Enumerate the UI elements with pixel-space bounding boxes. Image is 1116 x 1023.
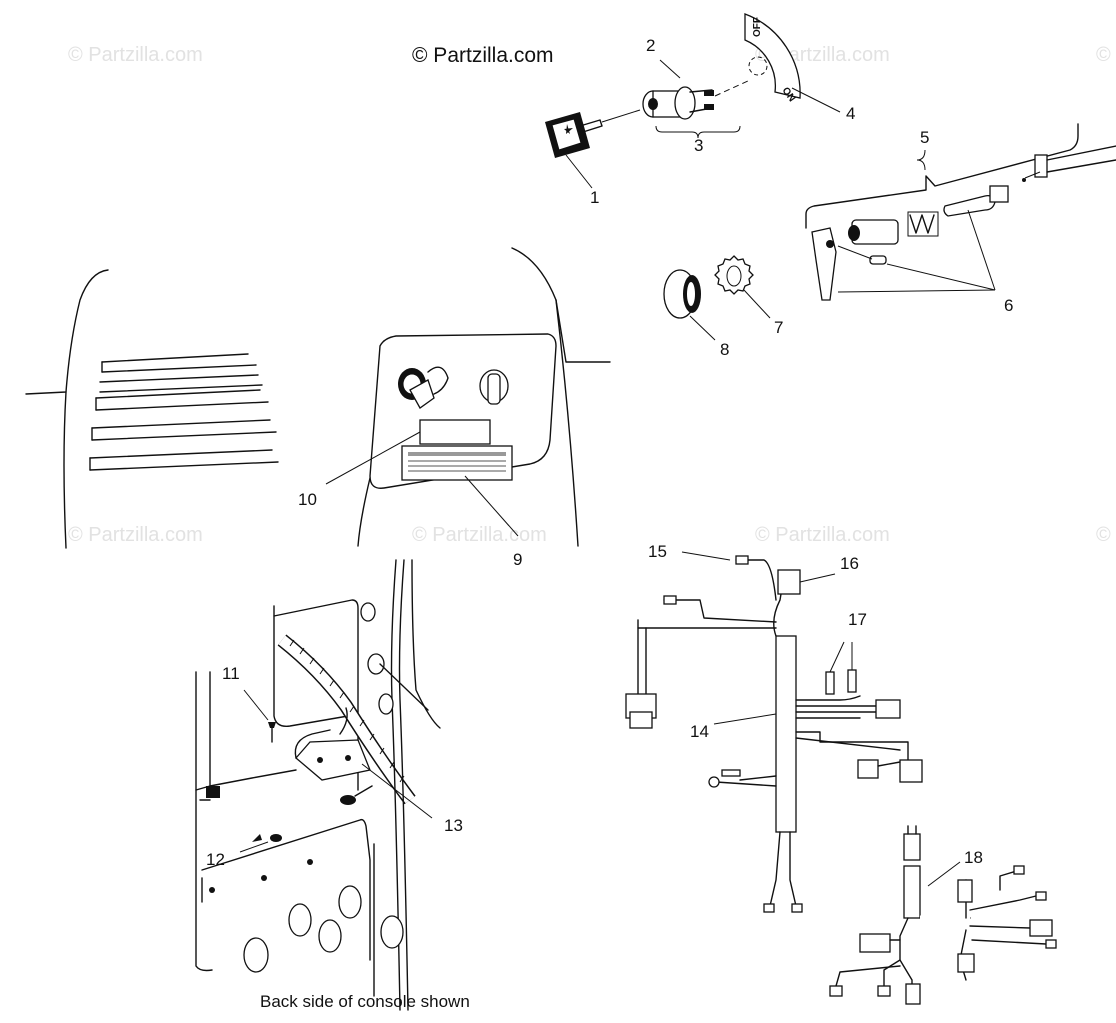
switch-plate-part bbox=[744, 13, 841, 113]
watermark-main: © Partzilla.com bbox=[412, 44, 554, 67]
callout-16: 16 bbox=[840, 554, 859, 573]
watermark-mid-center: © Partzilla.com bbox=[412, 524, 547, 546]
callout-18: 18 bbox=[964, 848, 983, 867]
key-part bbox=[545, 109, 641, 189]
watermark-top-left: © Partzilla.com bbox=[68, 44, 203, 66]
console bbox=[325, 247, 611, 547]
callout-10: 10 bbox=[298, 490, 317, 509]
off-label: OFF bbox=[752, 17, 763, 37]
watermark-edge-mid: © Partzilla.com bbox=[1096, 524, 1116, 546]
throttle-switch-part bbox=[805, 123, 1116, 301]
callout-9: 9 bbox=[513, 550, 523, 569]
callout-7: 7 bbox=[774, 318, 784, 337]
callout-11: 11 bbox=[222, 664, 240, 683]
ignition-switch-part bbox=[642, 59, 751, 139]
watermark-mid-left: © Partzilla.com bbox=[68, 524, 203, 546]
callout-8: 8 bbox=[720, 340, 730, 359]
secondary-wiring-harness bbox=[829, 825, 1057, 1005]
callout-5: 5 bbox=[920, 128, 930, 147]
callout-14: 14 bbox=[690, 722, 709, 741]
callout-12: 12 bbox=[206, 850, 225, 869]
callout-1: 1 bbox=[590, 188, 600, 207]
console-caption: Back side of console shown bbox=[260, 992, 470, 1011]
callout-17: 17 bbox=[848, 610, 867, 629]
watermark-mid-right: © Partzilla.com bbox=[755, 524, 890, 546]
callout-4: 4 bbox=[846, 104, 856, 123]
hood-vents bbox=[25, 269, 279, 549]
callout-3: 3 bbox=[694, 136, 704, 155]
callout-15: 15 bbox=[648, 542, 667, 561]
callout-13: 13 bbox=[444, 816, 463, 835]
callout-6: 6 bbox=[1004, 296, 1014, 315]
watermark-edge-top: © Partzilla.com bbox=[1096, 44, 1116, 66]
main-wiring-harness bbox=[625, 551, 923, 913]
callout-2: 2 bbox=[646, 36, 656, 55]
console-back bbox=[195, 559, 441, 1011]
washer-nut-parts bbox=[663, 255, 771, 341]
